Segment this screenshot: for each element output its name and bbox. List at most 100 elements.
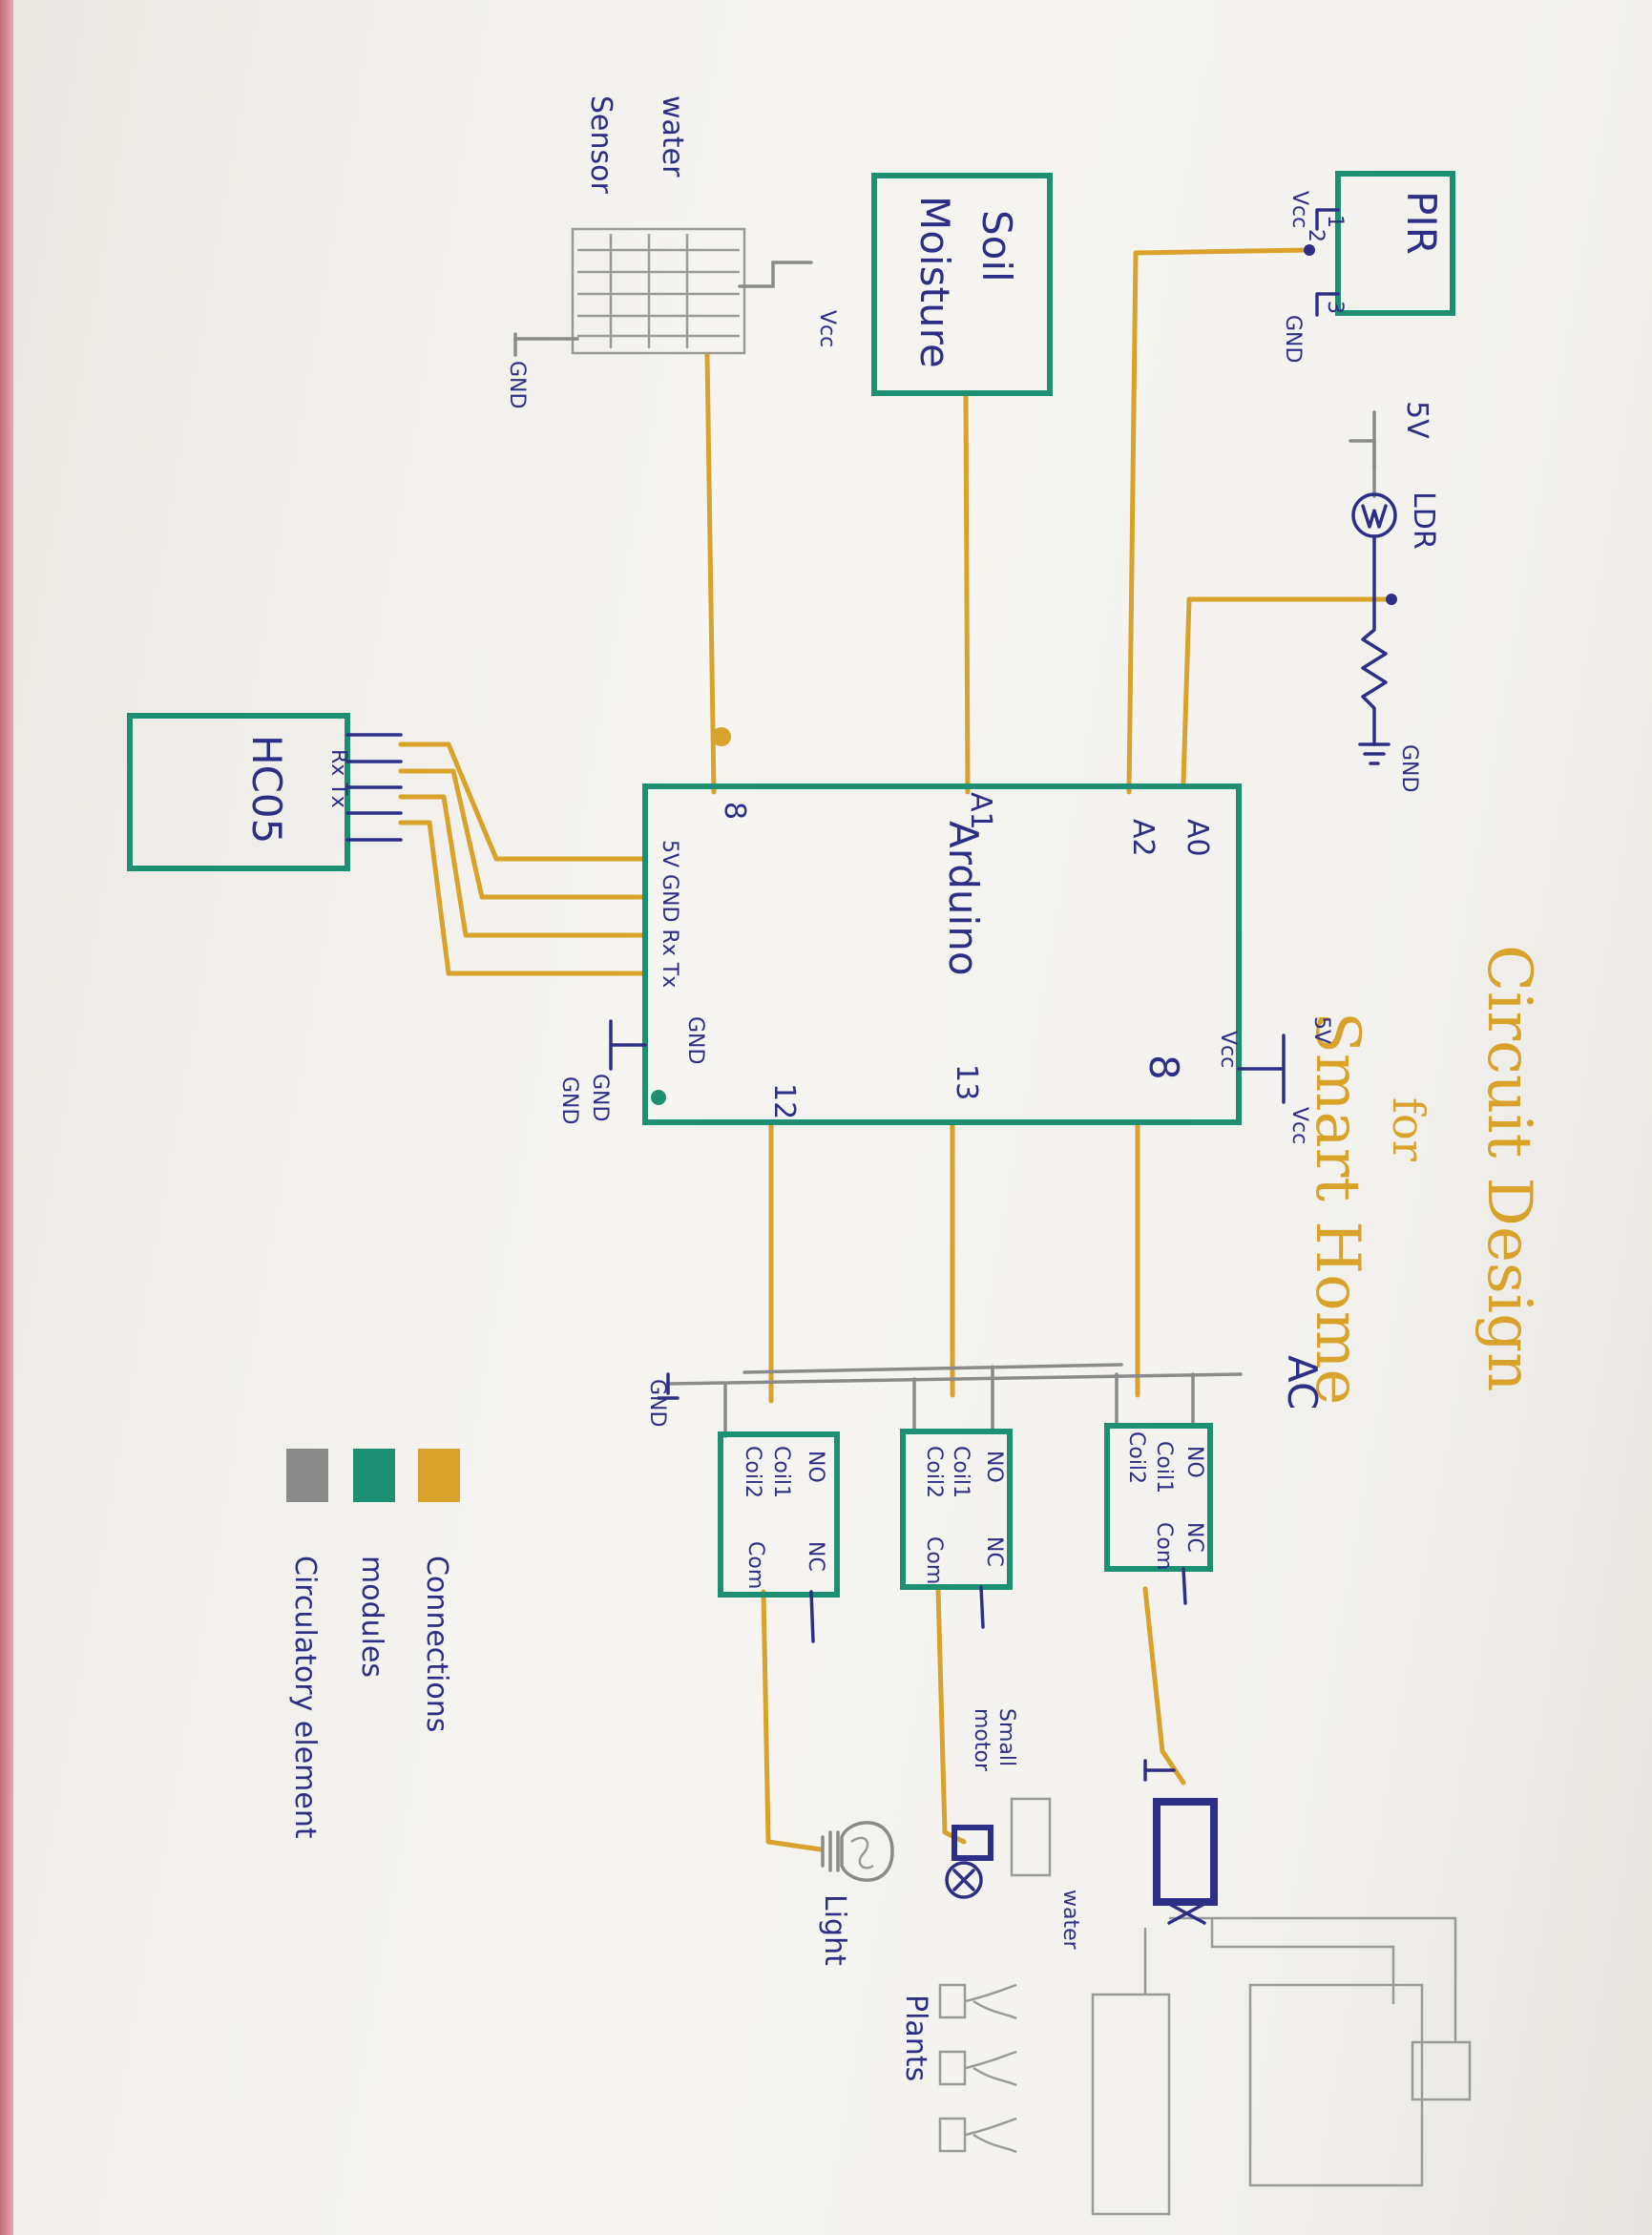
soil-moisture-module	[871, 173, 1053, 396]
tank-cup	[1411, 2040, 1472, 2101]
plants-drawing	[938, 1983, 1017, 2154]
legend-label: Connections	[420, 1556, 453, 1732]
circulatory-elements	[513, 227, 1472, 2216]
pir-gnd-label: GND	[1281, 315, 1305, 363]
pump-body	[1153, 1798, 1218, 1906]
legend-swatch	[418, 1449, 460, 1502]
motor-fan	[945, 1861, 983, 1899]
title-line-2: for	[1383, 1097, 1434, 1161]
relay1-no: NO	[804, 1451, 827, 1483]
relay2-no: NO	[982, 1451, 1006, 1483]
ac-label: AC	[1279, 1355, 1326, 1410]
relay2-coil2: Coil2	[922, 1446, 946, 1498]
wire-relay2-motor	[935, 1586, 967, 1845]
relay3-nc: NC	[1182, 1522, 1206, 1553]
tank-right	[1248, 1983, 1424, 2187]
title-line-3: Smart Home	[1302, 1012, 1372, 1405]
pin-a2: A2	[1126, 819, 1160, 857]
water-sensor-plate	[571, 227, 746, 355]
motor-body	[951, 1825, 993, 1861]
relay3-coil2: Coil2	[1124, 1431, 1148, 1484]
connections	[398, 247, 1394, 1852]
pir-module	[1335, 171, 1455, 316]
soil-label-1: Soil	[973, 210, 1020, 282]
hc05-pin-label: Rx Tx	[326, 749, 350, 808]
relay1-coil2: Coil2	[741, 1446, 764, 1498]
pir-pin-3: 3	[1323, 301, 1347, 314]
relay-2	[900, 1429, 1013, 1590]
relay1-com: Com	[743, 1541, 767, 1589]
water-vcc-label: Vcc	[815, 310, 839, 347]
pir-pin-gnd	[1315, 292, 1340, 317]
small-motor-label-1: Small	[994, 1708, 1018, 1766]
solder-dot	[712, 727, 731, 746]
pir-label: PIR	[1398, 191, 1445, 255]
relay-1	[718, 1431, 840, 1598]
relay2-coil1: Coil1	[949, 1446, 972, 1498]
wire-hc-3	[398, 794, 648, 938]
pir-pin-2: 2	[1304, 229, 1328, 242]
arduino-gnd-ext: GND	[588, 1074, 612, 1121]
wire-ldr-a0	[1181, 596, 1394, 785]
ldr-label: LDR	[1407, 491, 1440, 550]
ldr-gnd-label: GND	[1397, 744, 1421, 792]
water-sensor-label-1: water	[656, 95, 689, 178]
tank-left	[1091, 1993, 1171, 2216]
relay-bus-bar-2	[742, 1363, 1123, 1374]
gnd-dot	[651, 1090, 666, 1105]
relay3-com: Com	[1152, 1522, 1176, 1570]
relay-3	[1104, 1423, 1213, 1572]
soil-label-2: Moisture	[911, 196, 958, 368]
water-reservoir	[1010, 1797, 1052, 1877]
pir-pin-1: 1	[1323, 215, 1347, 228]
arduino-module	[642, 783, 1242, 1125]
wire-relay1-light	[761, 1589, 824, 1852]
wire-pir-a2	[1126, 247, 1312, 795]
arduino-label: Arduino	[940, 821, 987, 976]
pin-a0: A0	[1181, 819, 1214, 857]
water-sensor-label-2: Sensor	[584, 95, 617, 194]
relay2-com: Com	[922, 1536, 946, 1584]
paper-edge	[0, 0, 13, 2235]
pin-vcc: Vcc	[1216, 1031, 1240, 1068]
relay3-coil1: Coil1	[1152, 1441, 1176, 1493]
wire-hc-1	[398, 742, 648, 862]
legend-label: Circulatory element	[288, 1556, 322, 1839]
pin-d13: 13	[950, 1064, 983, 1100]
pin-d8-right: 8	[1140, 1055, 1187, 1080]
pin-d12: 12	[767, 1083, 801, 1119]
wire-hc-2	[398, 768, 648, 900]
modules	[127, 171, 1455, 1598]
wire-water-d8	[704, 352, 717, 795]
legend-swatch	[353, 1449, 395, 1502]
title-line-1: Circuit Design	[1474, 945, 1544, 1391]
resistor-symbol	[1361, 597, 1388, 746]
legend-label: modules	[355, 1556, 388, 1678]
wire-soil-a1	[963, 390, 971, 795]
relay3-no: NO	[1182, 1446, 1206, 1478]
hc05-module	[127, 713, 350, 871]
light-bulb	[821, 1821, 894, 1882]
relay2-nc: NC	[982, 1536, 1006, 1567]
water-vcc-lead	[738, 261, 775, 288]
wire-hc-4	[398, 820, 648, 976]
water-gnd-label: GND	[505, 361, 529, 408]
ink-symbols	[609, 208, 1397, 1925]
pir-vcc-label: Vcc	[1287, 191, 1311, 228]
wire-relay3-pump	[1142, 1586, 1186, 1786]
relay1-nc: NC	[804, 1541, 827, 1572]
ldr-5v-label: 5V	[1400, 401, 1433, 439]
hc05-label: HC05	[243, 735, 290, 844]
pin-d8-left: 8	[718, 802, 751, 820]
arduino-header-label: 5V GND Rx Tx	[658, 840, 681, 988]
labels: Circuit Design for Smart Home PIR Soil M…	[243, 95, 1544, 2081]
legend: Connections modules Circulatory element	[286, 1449, 460, 1839]
arduino-gnd-ext-2: GND	[557, 1076, 581, 1124]
relay-bus-bar	[666, 1372, 1243, 1386]
relay1-coil1: Coil1	[769, 1446, 793, 1498]
relay-gnd: GND	[645, 1379, 669, 1427]
power-5v: 5V	[1309, 1016, 1333, 1044]
pin-a1: A1	[964, 792, 997, 830]
